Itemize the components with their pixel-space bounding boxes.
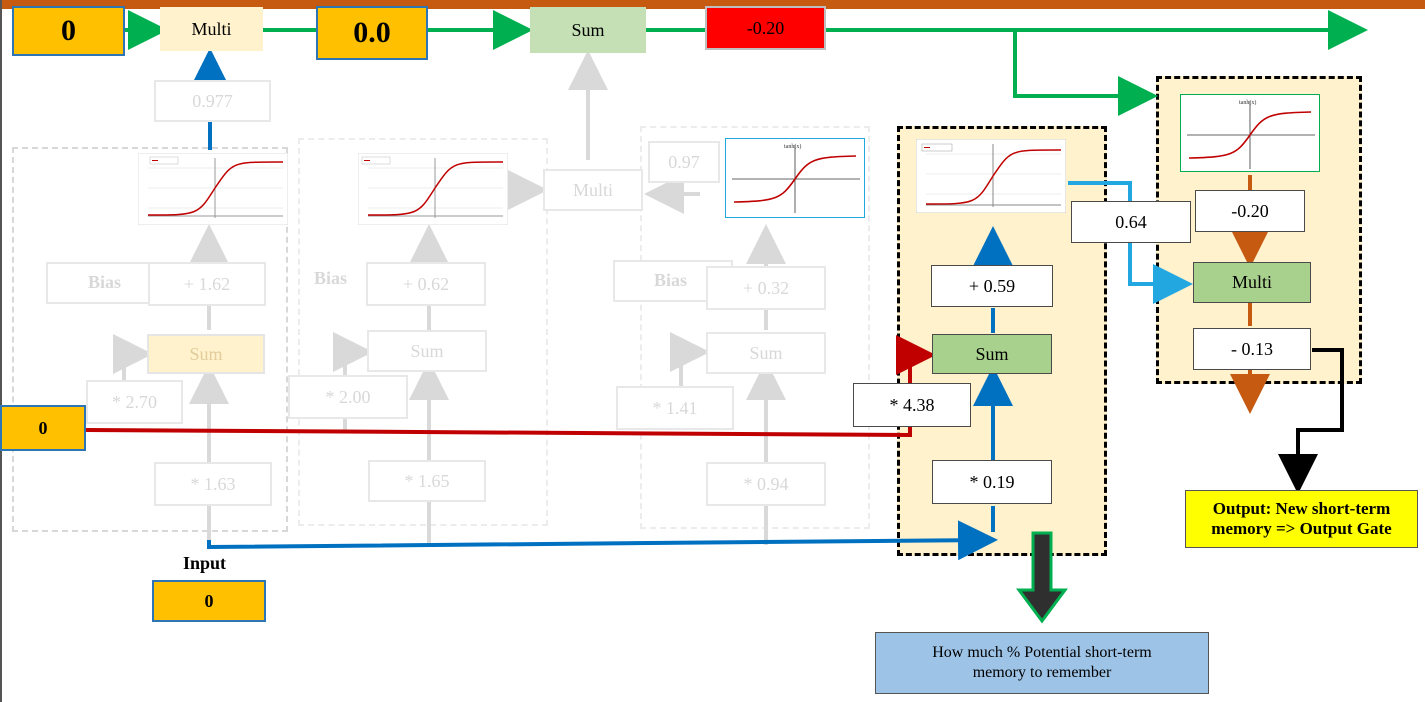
forget-short-term-weight: * 2.70 bbox=[86, 380, 183, 424]
potential-bias-value: + 0.32 bbox=[706, 266, 826, 310]
output-gate-value: 0.64 bbox=[1071, 201, 1191, 243]
input-percent-region bbox=[298, 138, 548, 526]
long-term-memory-input: 0 bbox=[12, 6, 125, 56]
potential-sum-box: Sum bbox=[706, 332, 826, 374]
output-note: Output: New short-term memory => Output … bbox=[1185, 490, 1418, 548]
output-tanh-plot: tanh(x) bbox=[1180, 94, 1320, 172]
output-result-value: - 0.13 bbox=[1193, 328, 1311, 370]
tanh-curve-icon: tanh(x) bbox=[1187, 99, 1315, 169]
new-long-term-value: -0.20 bbox=[705, 6, 826, 50]
forget-bias-label-box bbox=[46, 262, 168, 304]
top-accent-bar bbox=[0, 0, 1425, 9]
sigmoid-curve-icon bbox=[915, 138, 1067, 214]
output-sigmoid-plot bbox=[915, 138, 1067, 214]
input-label: Input bbox=[183, 553, 227, 573]
output-sum-box: Sum bbox=[932, 334, 1052, 374]
forget-gate-region bbox=[12, 147, 288, 532]
input-bias-value: + 0.62 bbox=[366, 262, 486, 306]
long-term-sum-box: Sum bbox=[530, 7, 646, 53]
tanh-curve-icon: tanh(x) bbox=[732, 143, 860, 213]
input-potential-region bbox=[640, 126, 870, 529]
output-short-term-weight: * 4.38 bbox=[853, 383, 971, 427]
input-value: 0 bbox=[152, 580, 266, 622]
input-bias-label: Bias bbox=[314, 268, 348, 288]
potential-bias-label: Bias bbox=[654, 270, 688, 290]
potential-tanh-output: 0.97 bbox=[648, 141, 720, 183]
forget-product-value: 0.0 bbox=[316, 6, 428, 60]
forget-bias-label: Bias bbox=[88, 272, 122, 292]
potential-multi-box: Multi bbox=[543, 169, 643, 211]
input-short-term-weight: * 2.00 bbox=[288, 375, 408, 419]
forget-multi-box: Multi bbox=[160, 7, 263, 51]
forget-gate-output: 0.977 bbox=[154, 80, 271, 122]
forget-input-weight: * 1.63 bbox=[154, 462, 272, 506]
short-term-memory-input: 0 bbox=[0, 405, 86, 451]
left-border-line bbox=[0, 0, 2, 702]
forget-sigmoid-plot bbox=[137, 152, 289, 226]
forget-bias-value: + 1.62 bbox=[148, 262, 266, 306]
output-tanh-value: -0.20 bbox=[1195, 190, 1305, 232]
potential-tanh-plot: tanh(x) bbox=[725, 138, 865, 218]
tanh-plot-title: tanh(x) bbox=[784, 143, 801, 150]
potential-input-weight: * 0.94 bbox=[706, 462, 826, 506]
output-bias-value: + 0.59 bbox=[931, 265, 1053, 307]
output-input-weight: * 0.19 bbox=[932, 460, 1052, 504]
input-input-weight: * 1.65 bbox=[368, 460, 486, 502]
remember-note: How much % Potential short-term memory t… bbox=[875, 632, 1209, 694]
sigmoid-curve-icon bbox=[357, 152, 509, 226]
input-sum-box: Sum bbox=[367, 330, 487, 372]
tanh-plot-title: tanh(x) bbox=[1239, 99, 1256, 106]
potential-short-term-weight: * 1.41 bbox=[616, 386, 734, 430]
sigmoid-curve-icon bbox=[137, 152, 289, 226]
output-multi-box: Multi bbox=[1193, 262, 1311, 303]
input-sigmoid-plot bbox=[357, 152, 509, 226]
forget-sum-box: Sum bbox=[147, 334, 265, 374]
